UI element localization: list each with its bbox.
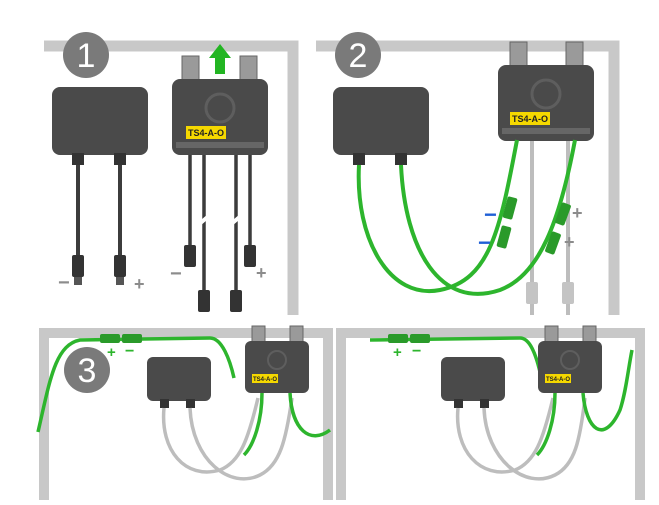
frame-panel-4 (336, 328, 645, 500)
optimizer-3: TS4-A-O (245, 325, 309, 393)
mc4-connector-minus (72, 255, 84, 277)
step-number-2: 2 (349, 37, 368, 75)
grey-cables-4 (455, 397, 587, 481)
plus-sign: + (107, 344, 116, 361)
plus-sign: + (564, 232, 575, 252)
optimizer-label: TS4-A-O (188, 128, 224, 138)
module-frames (39, 40, 645, 500)
green-cables-3 (242, 392, 332, 457)
step-badge-2: 2 (335, 32, 381, 78)
optimizer-label: TS4-A-O (253, 377, 277, 383)
step-badge-1: 1 (63, 32, 109, 78)
optimizer-1: TS4-A-O (172, 55, 268, 155)
plus-sign: + (256, 263, 267, 283)
optimizer-2: TS4-A-O (498, 41, 594, 141)
frame-panel-1 (44, 40, 299, 315)
step-number-3: 3 (78, 352, 97, 390)
minus-sign: − (412, 343, 421, 360)
module-junction-box-2 (333, 87, 429, 165)
minus-sign: − (58, 272, 70, 294)
plus-sign: + (572, 203, 583, 223)
step-badge-3: 3 (64, 347, 110, 393)
mc4-connector-plus (114, 255, 126, 277)
minus-sign: − (484, 202, 497, 227)
grey-cables-3 (161, 397, 294, 481)
optimizer-label: TS4-A-O (546, 377, 570, 383)
lift-arrow (209, 44, 231, 74)
string-cable-3 (36, 334, 236, 433)
optimizer-cables-1 (184, 155, 256, 312)
frame-panel-2 (316, 40, 620, 315)
optimizer-label: TS4-A-O (512, 114, 548, 124)
module-junction-box-4 (441, 357, 505, 408)
plus-sign: + (134, 274, 145, 294)
module-junction-box-1 (52, 87, 148, 165)
minus-sign: − (478, 230, 491, 255)
module-junction-box-3 (147, 357, 211, 408)
minus-sign: − (125, 343, 134, 360)
minus-sign: − (170, 263, 182, 285)
frame-panel-3 (39, 328, 333, 500)
green-cables-2 (356, 139, 577, 296)
plus-sign: + (393, 344, 402, 361)
optimizer-4: TS4-A-O (538, 325, 602, 393)
green-cables-4 (535, 349, 634, 457)
module-cables-1 (72, 165, 126, 285)
step-number-1: 1 (77, 37, 96, 75)
